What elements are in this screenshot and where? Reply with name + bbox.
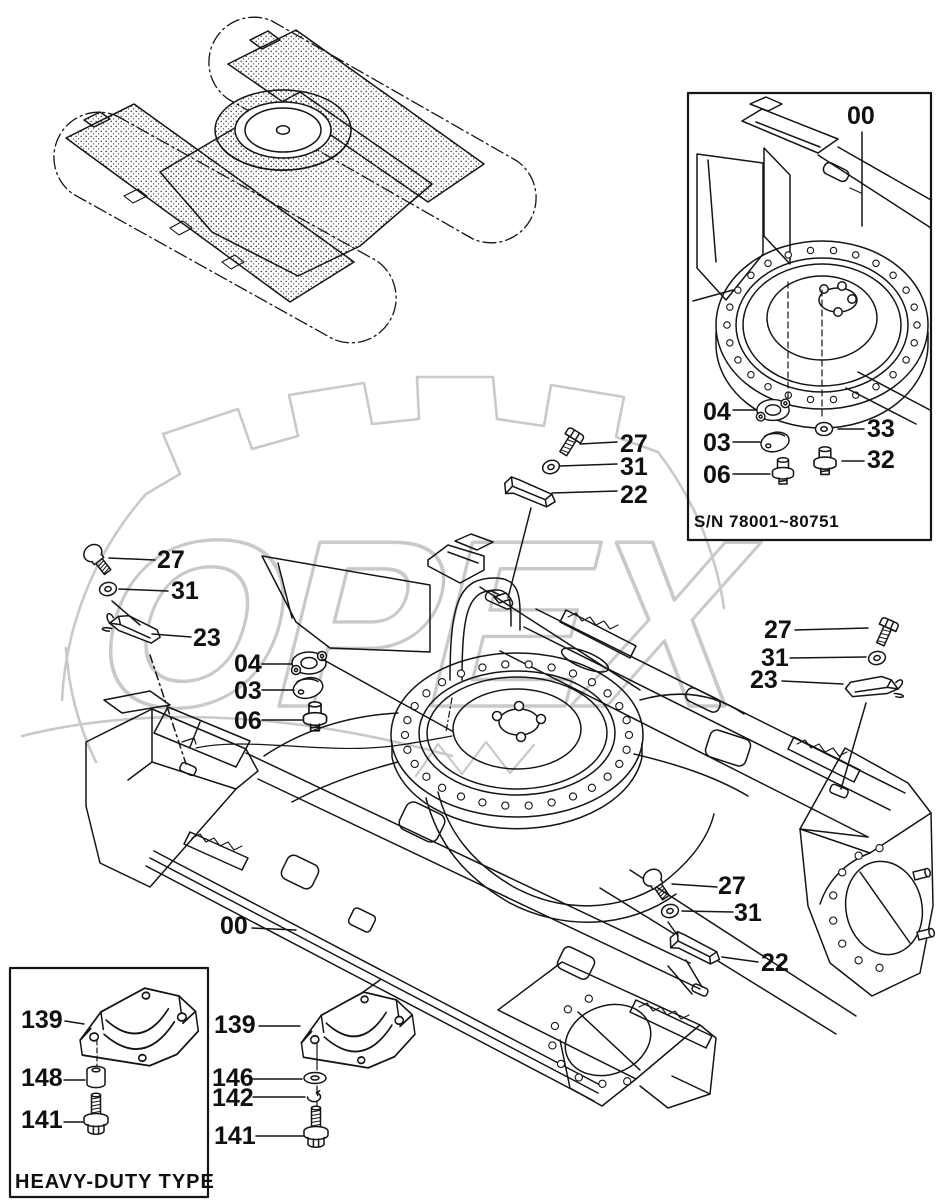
bolt-27-bottom [639, 865, 675, 904]
callout-22-top: 22 [620, 481, 648, 509]
track-outline-left-icon [53, 111, 397, 344]
watermark: OPEX [20, 375, 781, 778]
clamp-139-hd [73, 980, 204, 1076]
callout-inset-06: 06 [703, 461, 731, 489]
callout-27-bottom: 27 [718, 872, 746, 900]
spring-washer-142 [306, 1090, 322, 1103]
main-frame [85, 533, 936, 1109]
washer-31-right [866, 649, 888, 667]
callout-inset-00: 00 [847, 102, 875, 130]
callout-inset-04: 04 [703, 398, 731, 426]
watermark-text: OPEX [71, 491, 779, 757]
callout-inset-03: 03 [703, 429, 731, 457]
watermark-gear-icon [60, 375, 726, 702]
stippled-overview [53, 16, 537, 344]
heavy-duty-title: HEAVY-DUTY TYPE [15, 1171, 215, 1193]
bolt-27-left [79, 540, 116, 579]
bolt-141 [303, 1105, 329, 1148]
serial-number: S/N 78001~80751 [694, 512, 840, 531]
callout-148: 148 [21, 1064, 63, 1092]
callout-31-top: 31 [620, 453, 648, 481]
bolt-27-top [554, 426, 586, 460]
callout-141-hd: 141 [21, 1106, 63, 1134]
inset-frame-art [692, 96, 932, 429]
leader-lines [108, 441, 869, 1006]
callout-142: 142 [212, 1084, 254, 1112]
washer-31-bottom [659, 902, 681, 920]
callout-31-bottom: 31 [734, 899, 762, 927]
callout-139-hd: 139 [21, 1006, 63, 1034]
washer-31-top [540, 457, 562, 477]
callout-31-right: 31 [761, 644, 789, 672]
heavy-duty-border [8, 966, 210, 1199]
callout-27-left: 27 [157, 546, 185, 574]
callout-03: 03 [234, 677, 262, 705]
callout-inset-32: 32 [867, 446, 895, 474]
callout-141: 141 [214, 1122, 256, 1150]
callout-139: 139 [214, 1011, 256, 1039]
callout-inset-33: 33 [867, 415, 895, 443]
callout-06: 06 [234, 707, 262, 735]
callout-27-top: 27 [620, 430, 648, 458]
serial-inset [686, 91, 933, 542]
heavy-duty-box [8, 966, 210, 1199]
callout-146: 146 [212, 1064, 254, 1092]
callout-31-left: 31 [171, 577, 199, 605]
callout-27-right: 27 [764, 616, 792, 644]
clamp-group [252, 984, 420, 1148]
inset-parts [755, 398, 837, 485]
track-outline-right-icon [208, 16, 537, 244]
bolt-27-right [871, 616, 900, 649]
callout-04: 04 [234, 650, 262, 678]
callout-23-left: 23 [193, 624, 221, 652]
washer-146 [303, 1071, 327, 1085]
callout-00-main: 00 [220, 912, 248, 940]
callout-23-right: 23 [750, 666, 778, 694]
stopper-22-bottom [666, 929, 724, 967]
bushing-148 [86, 1065, 106, 1089]
bolt-141-hd [83, 1092, 109, 1135]
inset-leader-lines [732, 131, 865, 475]
inset-border [686, 91, 933, 542]
shim-04 [290, 650, 328, 676]
callout-22-bottom: 22 [761, 949, 789, 977]
watermark-gear-inner-arc [64, 646, 98, 764]
stopper-23-right [843, 671, 907, 705]
